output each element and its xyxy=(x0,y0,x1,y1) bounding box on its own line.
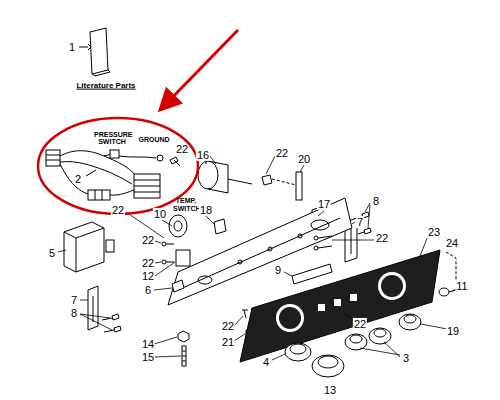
part-note: GROUND xyxy=(138,136,169,143)
callout-number: 22 xyxy=(141,234,155,246)
callout-number: 22 xyxy=(111,204,125,216)
callout-number: 7 xyxy=(356,216,364,228)
callout-number: 19 xyxy=(446,325,460,337)
callout-number: 20 xyxy=(297,153,311,165)
callout-number: 5 xyxy=(48,247,56,259)
callout-number: 22 xyxy=(221,320,235,332)
callout-number: 22 xyxy=(141,257,155,269)
callout-number: 22 xyxy=(275,147,289,159)
callout-number: 9 xyxy=(274,264,282,276)
callout-number: 8 xyxy=(70,307,78,319)
callout-number: 23 xyxy=(427,226,441,238)
part-name: Literature Parts xyxy=(75,82,136,91)
callout-number: 16 xyxy=(196,149,210,161)
callout-number: 4 xyxy=(262,356,270,368)
callout-number: 18 xyxy=(199,204,213,216)
harness-highlight: PRESSURE SWITCHGROUND222 xyxy=(36,116,200,216)
callout-number: 2 xyxy=(75,174,81,186)
part-note: TEMP. SWITCH xyxy=(172,197,200,212)
callout-number: 15 xyxy=(141,351,155,363)
callout-number: 11 xyxy=(455,280,468,292)
callout-number: 12 xyxy=(141,270,155,282)
callout-number: 24 xyxy=(445,237,459,249)
part-note: PRESSURE SWITCH xyxy=(94,131,130,146)
callout-number: 13 xyxy=(323,384,337,396)
callout-number: 22 xyxy=(375,232,389,244)
callout-number: 22 xyxy=(176,144,188,156)
callout-number: 6 xyxy=(144,284,152,296)
callout-number: 8 xyxy=(372,195,380,207)
callout-number: 17 xyxy=(317,198,331,210)
callout-number: 10 xyxy=(153,208,167,220)
callout-number: 22 xyxy=(353,318,367,330)
callout-number: 21 xyxy=(221,336,235,348)
callout-number: 7 xyxy=(70,294,78,306)
callout-number: 14 xyxy=(141,338,155,350)
callout-number: 1 xyxy=(68,41,76,53)
callout-number: 3 xyxy=(402,352,410,364)
